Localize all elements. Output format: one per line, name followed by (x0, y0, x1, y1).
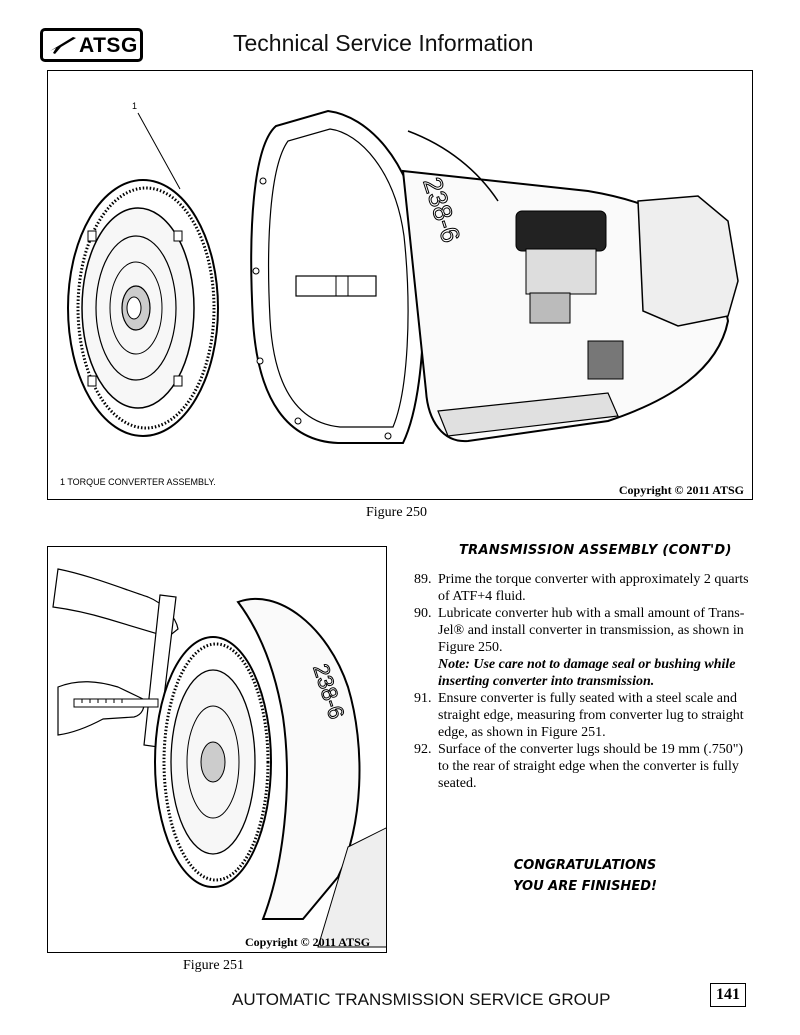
atsg-logo: ATSG (40, 28, 143, 62)
step-number: 90. (414, 606, 432, 621)
step-text: Lubricate converter hub with a small amo… (438, 606, 745, 655)
congrats-line: CONGRATULATIONS (513, 858, 657, 873)
figure-250-illustration: 238-6 1 1 TORQUE CONVERTER ASSEMBLY. Cop… (47, 70, 753, 500)
page-number: 141 (710, 983, 746, 1007)
list-item: 90. Lubricate converter hub with a small… (414, 605, 754, 690)
footer-org-name: AUTOMATIC TRANSMISSION SERVICE GROUP (232, 990, 611, 1009)
assembly-steps-list: 89. Prime the torque converter with appr… (414, 571, 754, 792)
torque-converter-transmission-drawing: 238-6 (67, 109, 739, 444)
hand-drawing (52, 568, 179, 736)
step-text: Ensure converter is fully seated with a … (438, 691, 744, 740)
callout-number: 1 (132, 101, 138, 111)
congratulations-message: CONGRATULATIONS YOU ARE FINISHED! (500, 855, 670, 897)
torque-converter-drawing (154, 636, 272, 888)
list-item: 92. Surface of the converter lugs should… (414, 741, 754, 792)
figure-251-copyright: Copyright © 2011 ATSG (245, 935, 371, 949)
step-number: 92. (414, 742, 432, 757)
figure-250-copyright: Copyright © 2011 ATSG (618, 483, 744, 497)
page-header-title: Technical Service Information (233, 30, 534, 56)
callout-legend: 1 TORQUE CONVERTER ASSEMBLY. (60, 477, 216, 487)
torque-converter-drawing (67, 179, 219, 437)
step-text: Prime the torque converter with approxim… (438, 572, 749, 604)
list-item: 91. Ensure converter is fully seated wit… (414, 690, 754, 741)
section-heading: TRANSMISSION ASSEMBLY (CONT'D) (459, 543, 732, 558)
step-text: Surface of the converter lugs should be … (438, 742, 744, 791)
figure-251-illustration: 238-6 Copyright © 2011 ATSG (47, 546, 387, 953)
jet-icon (50, 37, 76, 54)
congrats-line: YOU ARE FINISHED! (513, 879, 657, 894)
figure-251-caption: Figure 251 (183, 958, 245, 973)
step-number: 89. (414, 572, 432, 587)
figure-250-caption: Figure 250 (366, 505, 428, 520)
step-number: 91. (414, 691, 432, 706)
converter-depth-measurement-drawing: 238-6 (52, 568, 386, 948)
transmission-case-drawing: 238-6 (250, 109, 739, 444)
logo-text: ATSG (79, 34, 138, 57)
list-item: 89. Prime the torque converter with appr… (414, 571, 754, 605)
step-note: Note: Use care not to damage seal or bus… (438, 657, 736, 689)
